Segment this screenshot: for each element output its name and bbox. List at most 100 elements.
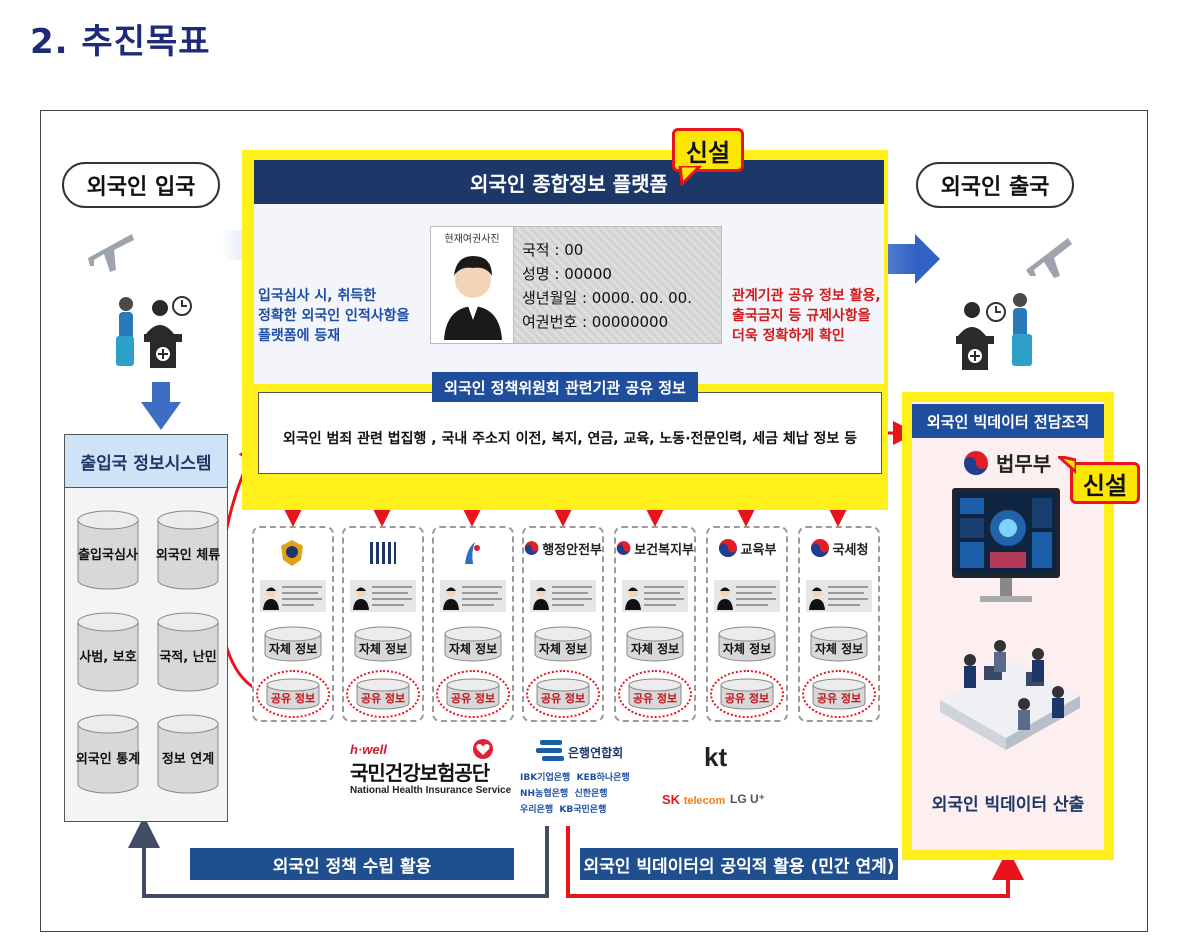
mini-passport <box>714 580 780 612</box>
database-icon <box>157 714 219 794</box>
shared-info-label: 공유 정보 <box>724 692 770 705</box>
taegeuk-icon <box>964 450 988 475</box>
agency-header: 국세청 <box>800 538 878 558</box>
mini-passport <box>350 580 416 612</box>
bank-logo: KEB하나은행 <box>576 773 630 783</box>
own-info-db-icon <box>534 626 592 662</box>
shared-info-db-icon <box>536 678 590 710</box>
page-title: 2. 추진목표 <box>30 22 211 62</box>
exit-officer-icon <box>956 293 1032 370</box>
justice-emblem-icon <box>464 542 480 564</box>
agency-name: 교육부 <box>740 542 777 558</box>
system-db-cylinder: 외국인 체류 <box>156 510 220 590</box>
sk-telecom-subtext: telecom <box>683 795 726 807</box>
system-db-label: 국적, 난민 <box>159 650 217 665</box>
shared-info-label: 공유 정보 <box>816 692 862 705</box>
bigdata-org-title: 외국인 빅데이터 전담조직 <box>912 404 1104 438</box>
shared-info-highlight <box>256 670 330 718</box>
shared-info-highlight <box>436 670 510 718</box>
own-info-label: 자체 정보 <box>538 642 588 656</box>
entry-description: 입국심사 시, 취득한 정확한 외국인 인적사항을 플랫폼에 등재 <box>258 286 438 346</box>
sk-telecom-logo: SK telecom <box>662 792 725 807</box>
nhis-korean-name: 국민건강보험공단 <box>350 761 490 785</box>
system-db-label: 정보 연계 <box>161 752 215 767</box>
system-db-cylinder: 사범, 보호 <box>76 612 140 692</box>
system-db-cylinder: 정보 연계 <box>156 714 220 794</box>
person-photo-icon <box>444 256 502 340</box>
bank-logo: NH농협은행 <box>520 789 569 799</box>
mini-passport <box>806 580 872 612</box>
gov-emblem-icon <box>810 539 829 557</box>
system-db-label: 외국인 통계 <box>75 752 141 767</box>
system-db-label: 출입국심사 <box>78 548 138 563</box>
own-info-label: 자체 정보 <box>630 642 680 656</box>
passport-field: 생년월일 : 0000. 00. 00. <box>522 289 692 307</box>
public-use-label: 외국인 빅데이터의 공익적 활용 (민간 연계) <box>580 848 898 880</box>
bank-logo: 신한은행 <box>574 789 608 799</box>
shared-info-highlight <box>346 670 420 718</box>
mini-passport <box>440 580 506 612</box>
mini-passport <box>260 580 326 612</box>
shared-info-highlight <box>526 670 600 718</box>
ministry-logo: 법무부 <box>962 448 1051 477</box>
agency-header <box>344 538 422 568</box>
agency-name: 보건복지부 <box>634 542 694 558</box>
nhis-english-name: National Health Insurance Service <box>350 785 512 796</box>
exit-line: 관계기관 공유 정보 활용, <box>732 288 881 304</box>
passport-photo-label: 현재여권사진 <box>444 234 500 245</box>
entry-line: 입국심사 시, 취득한 <box>258 288 377 304</box>
immigration-officer-icon <box>116 296 192 368</box>
exit-line: 더욱 정확하게 확인 <box>732 328 845 344</box>
ministry-name: 법무부 <box>996 452 1052 476</box>
agency-header <box>254 538 332 568</box>
policy-use-label: 외국인 정책 수립 활용 <box>190 848 514 880</box>
badge-tail <box>678 166 702 186</box>
database-icon <box>157 612 219 692</box>
own-info-db-icon <box>264 626 322 662</box>
shared-info-db-icon <box>628 678 682 710</box>
platform-title: 외국인 종합정보 플랫폼 <box>254 160 884 204</box>
mini-person-icon <box>809 587 825 610</box>
agency-header: 교육부 <box>708 538 786 558</box>
gov-emblem-icon <box>616 541 631 555</box>
mini-person-icon <box>717 587 733 610</box>
own-info-db-icon <box>354 626 412 662</box>
shared-info-label: 공유 정보 <box>540 692 586 705</box>
database-icon <box>77 510 139 590</box>
entry-pill: 외국인 입국 <box>62 162 220 208</box>
gov-emblem-icon <box>524 541 539 555</box>
bank-logo: KB국민은행 <box>559 805 607 815</box>
mini-passport <box>530 580 596 612</box>
mini-person-icon <box>263 587 279 610</box>
system-db-label: 사범, 보호 <box>79 650 137 665</box>
shared-info-db-icon <box>446 678 500 710</box>
mini-person-icon <box>443 587 459 610</box>
gov-emblem-icon <box>718 539 737 557</box>
immigration-system-title: 출입국 정보시스템 <box>64 434 228 488</box>
agency-name: 국세청 <box>832 542 869 558</box>
shared-info-box: 외국인 범죄 관련 법집행 , 국내 주소지 이전, 복지, 연금, 교육, 노… <box>258 392 882 474</box>
agency-name: 행정안전부 <box>542 542 602 558</box>
lgu-logo: LG U⁺ <box>730 792 765 806</box>
mini-person-icon <box>353 587 369 610</box>
airplane-arrival-icon <box>88 234 134 272</box>
system-db-cylinder: 출입국심사 <box>76 510 140 590</box>
own-info-label: 자체 정보 <box>448 642 498 656</box>
bank-list: IBK기업은행 KEB하나은행 NH농협은행 신한은행 우리은행 KB국민은행 <box>520 770 650 818</box>
shared-info-label: 공유 정보 <box>360 692 406 705</box>
own-info-db-icon <box>626 626 684 662</box>
police-emblem-icon <box>280 540 303 566</box>
new-badge-platform: 신설 <box>672 128 744 172</box>
exit-description: 관계기관 공유 정보 활용, 출국금지 등 규제사항을 더욱 정확하게 확인 <box>732 286 888 346</box>
airplane-departure-icon <box>1026 238 1072 278</box>
mini-person-icon <box>533 587 549 610</box>
diagram-frame <box>40 110 1148 932</box>
monitor-dashboard-icon <box>952 488 1060 602</box>
bank-logo: IBK기업은행 <box>520 773 571 783</box>
